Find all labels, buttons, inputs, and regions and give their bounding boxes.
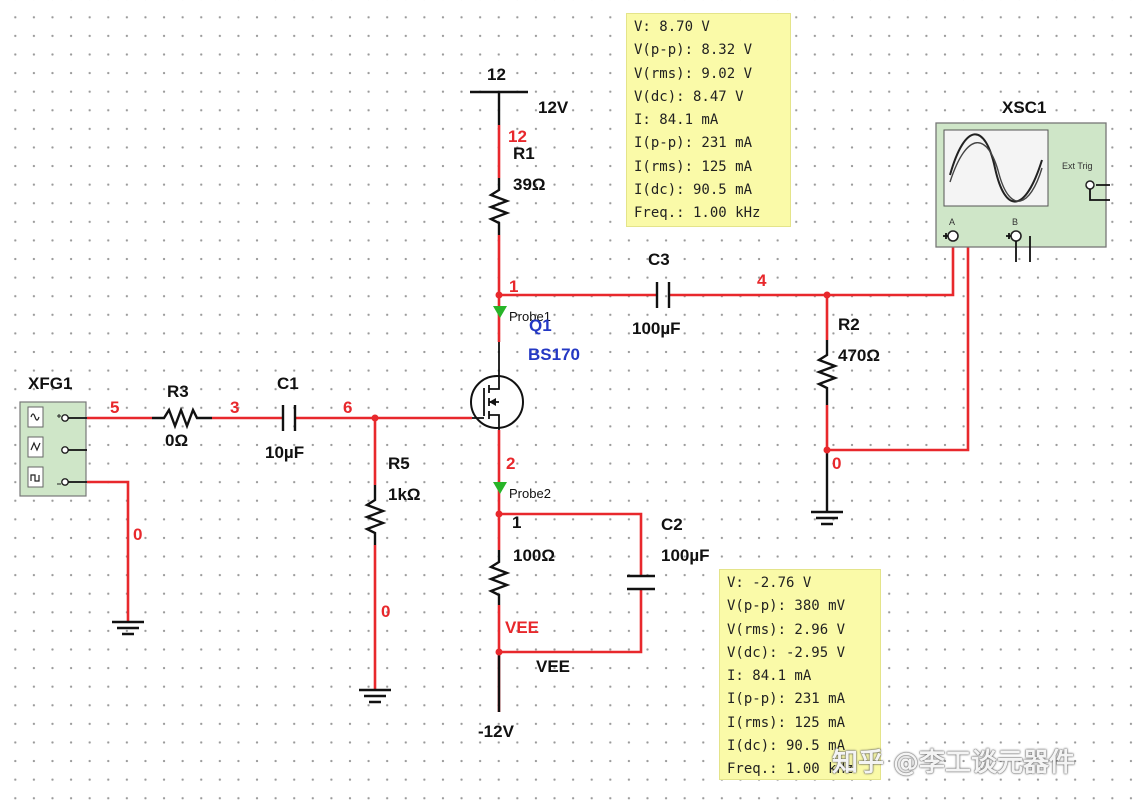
probe2-readout: V: -2.76 V V(p-p): 380 mV V(rms): 2.96 V…: [719, 569, 881, 780]
net-label-5: 5: [110, 398, 119, 417]
net-label-6: 6: [343, 398, 352, 417]
watermark: 知乎 @李工谈元器件: [832, 748, 1076, 778]
probe2-reading: Freq.: 1.00 kHz: [727, 761, 854, 778]
ground-symbol: [359, 688, 391, 704]
resistor-r1[interactable]: [487, 178, 511, 235]
wire-xfg-gnd[interactable]: [87, 480, 130, 622]
probe2-reading: V(rms): 2.96 V: [727, 621, 846, 638]
xfg1-ref: XFG1: [28, 374, 72, 393]
wire-c2-loop[interactable]: [499, 512, 643, 654]
xsc1-ref: XSC1: [1002, 98, 1046, 117]
c3-value: 100µF: [632, 319, 681, 338]
probe1-reading: I(p-p): 231 mA: [634, 135, 753, 152]
net-label-0-output: 0: [832, 454, 841, 473]
junction-dots: [371, 291, 831, 656]
vdd-voltage-label: 12V: [538, 98, 569, 117]
r3-ref: R3: [167, 382, 189, 401]
probe1-reading: I(dc): 90.5 mA: [634, 182, 753, 199]
probe1-reading: I(rms): 125 mA: [634, 158, 753, 175]
mosfet-q1[interactable]: [470, 342, 524, 430]
probe2-reading: V(dc): -2.95 V: [727, 644, 846, 661]
channel-a-label: A: [949, 217, 955, 227]
resistor-r3[interactable]: [152, 406, 212, 430]
probe2-reading: I(p-p): 231 mA: [727, 691, 846, 708]
net-label-12: 12: [508, 127, 527, 146]
probe1-label: Probe1: [509, 309, 551, 324]
net-label-4: 4: [757, 271, 767, 290]
probe2-label: Probe2: [509, 486, 551, 501]
resistor-r2[interactable]: [815, 340, 839, 405]
net-label-0-r5: 0: [381, 602, 390, 621]
oscilloscope-xsc1[interactable]: [935, 122, 1110, 262]
q1-ref: Q1: [529, 316, 552, 335]
probe2-reading: I(dc): 90.5 mA: [727, 738, 846, 755]
c1-ref: C1: [277, 374, 299, 393]
c3-ref: C3: [648, 250, 670, 269]
function-generator-xfg1[interactable]: [19, 401, 87, 497]
vee-voltage-label: -12V: [478, 722, 515, 741]
ext-trig-label: Ext Trig: [1062, 161, 1093, 171]
net-label-0-xfg: 0: [133, 525, 142, 544]
vee-label: VEE: [536, 657, 570, 676]
capacitor-c1[interactable]: [281, 405, 297, 431]
ground-symbol: [811, 450, 843, 526]
net-label-1-source: 1: [512, 513, 521, 532]
ground-symbol: [112, 620, 144, 636]
channel-b-label: B: [1012, 217, 1018, 227]
probe1-reading: V: 8.70 V: [634, 19, 710, 35]
r2-value: 470Ω: [838, 346, 880, 365]
r1-ref: R1: [513, 144, 535, 163]
probe1-marker[interactable]: [493, 306, 507, 318]
probe2-reading: I: 84.1 mA: [727, 668, 812, 685]
probe1-reading: V(rms): 9.02 V: [634, 65, 753, 82]
net-label-1: 1: [509, 277, 518, 296]
r1-value: 39Ω: [513, 175, 546, 194]
vdd-node-label: 12: [487, 65, 506, 84]
vdd-symbol: [470, 90, 528, 125]
probe1-reading: V(dc): 8.47 V: [634, 88, 744, 105]
capacitor-c2[interactable]: [627, 574, 655, 591]
r2-ref: R2: [838, 315, 860, 334]
probe1-reading: I: 84.1 mA: [634, 112, 719, 129]
q1-model: BS170: [528, 345, 580, 364]
r3-value: 0Ω: [165, 431, 188, 450]
probe1-reading: V(p-p): 8.32 V: [634, 42, 753, 59]
resistor-rs[interactable]: [487, 550, 511, 605]
probe1-readout: V: 8.70 V V(p-p): 8.32 V V(rms): 9.02 V …: [626, 13, 791, 227]
net-label-3: 3: [230, 398, 239, 417]
c1-value: 10µF: [265, 443, 304, 462]
probe1-reading: Freq.: 1.00 kHz: [634, 205, 761, 222]
capacitor-c3[interactable]: [655, 282, 671, 308]
wire-c3-out[interactable]: [670, 246, 955, 297]
probe2-reading: V: -2.76 V: [727, 575, 812, 591]
r5-ref: R5: [388, 454, 410, 473]
wire-gnd-scope[interactable]: [827, 246, 970, 452]
r5-value: 1kΩ: [388, 485, 421, 504]
c2-ref: C2: [661, 515, 683, 534]
probe2-marker[interactable]: [493, 482, 507, 494]
net-label-2: 2: [506, 454, 515, 473]
wires: [87, 125, 970, 712]
c2-value: 100µF: [661, 546, 710, 565]
rs-value: 100Ω: [513, 546, 555, 565]
probe2-reading: V(p-p): 380 mV: [727, 598, 846, 615]
probe2-reading: I(rms): 125 mA: [727, 714, 846, 731]
resistor-r5[interactable]: [363, 485, 387, 545]
vee-net-label: VEE: [505, 618, 539, 637]
